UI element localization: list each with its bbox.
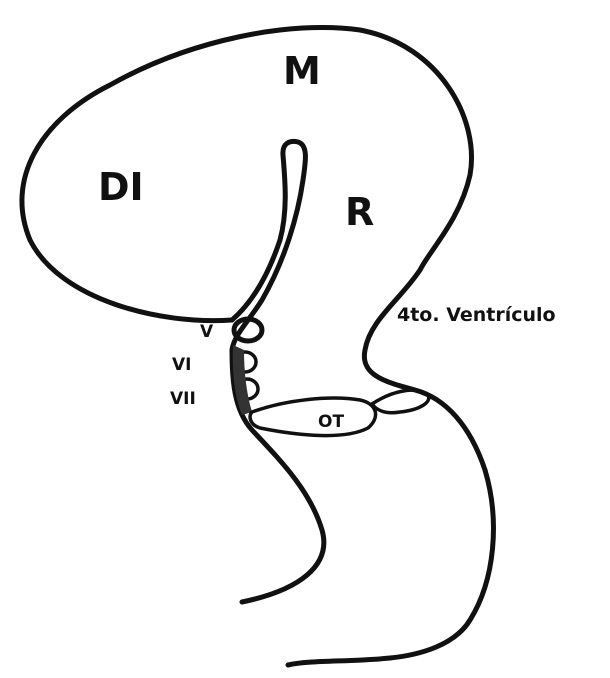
label-nerve-v: V xyxy=(200,322,214,342)
label-r: R xyxy=(345,190,374,234)
label-nerve-vi: VI xyxy=(172,355,191,375)
brain-outer-outline xyxy=(22,27,493,658)
ventral-tail-line xyxy=(288,658,390,665)
label-di: DI xyxy=(98,165,144,209)
label-fourth-ventricle: 4to. Ventrículo xyxy=(397,304,556,326)
label-m: M xyxy=(283,49,321,93)
label-ot: OT xyxy=(318,412,344,432)
label-nerve-vii: VII xyxy=(170,389,196,409)
otic-vesicle xyxy=(250,398,375,435)
